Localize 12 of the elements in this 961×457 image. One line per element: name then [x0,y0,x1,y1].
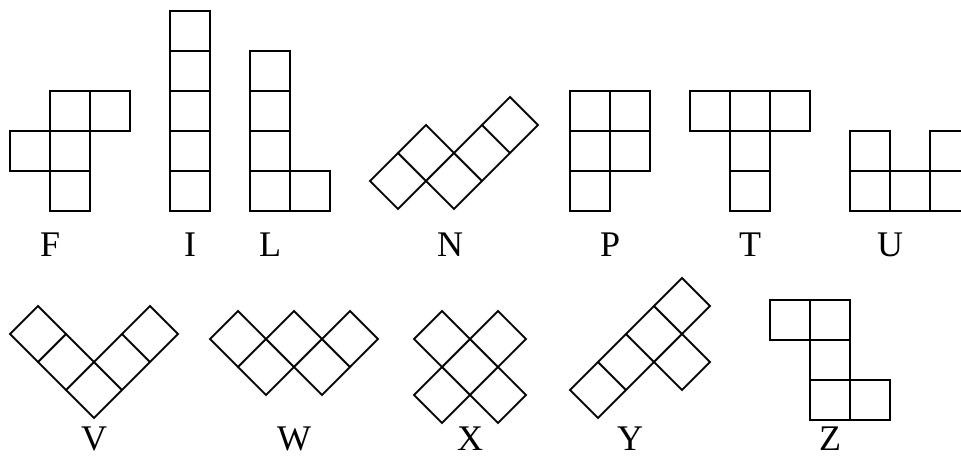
shape-letter: F [40,226,60,262]
shape-letter: I [184,226,196,262]
shape-letter: N [437,226,463,262]
shape-letter: W [277,420,311,456]
shape-letter: U [877,226,903,262]
shape-letter: Z [819,420,841,456]
shape-letter: L [259,226,281,262]
shape-letter: Y [617,420,643,456]
shape-letter: V [81,420,107,456]
shape-letter: X [457,420,483,456]
shape-letter: T [739,226,761,262]
shape-letter: P [600,226,620,262]
